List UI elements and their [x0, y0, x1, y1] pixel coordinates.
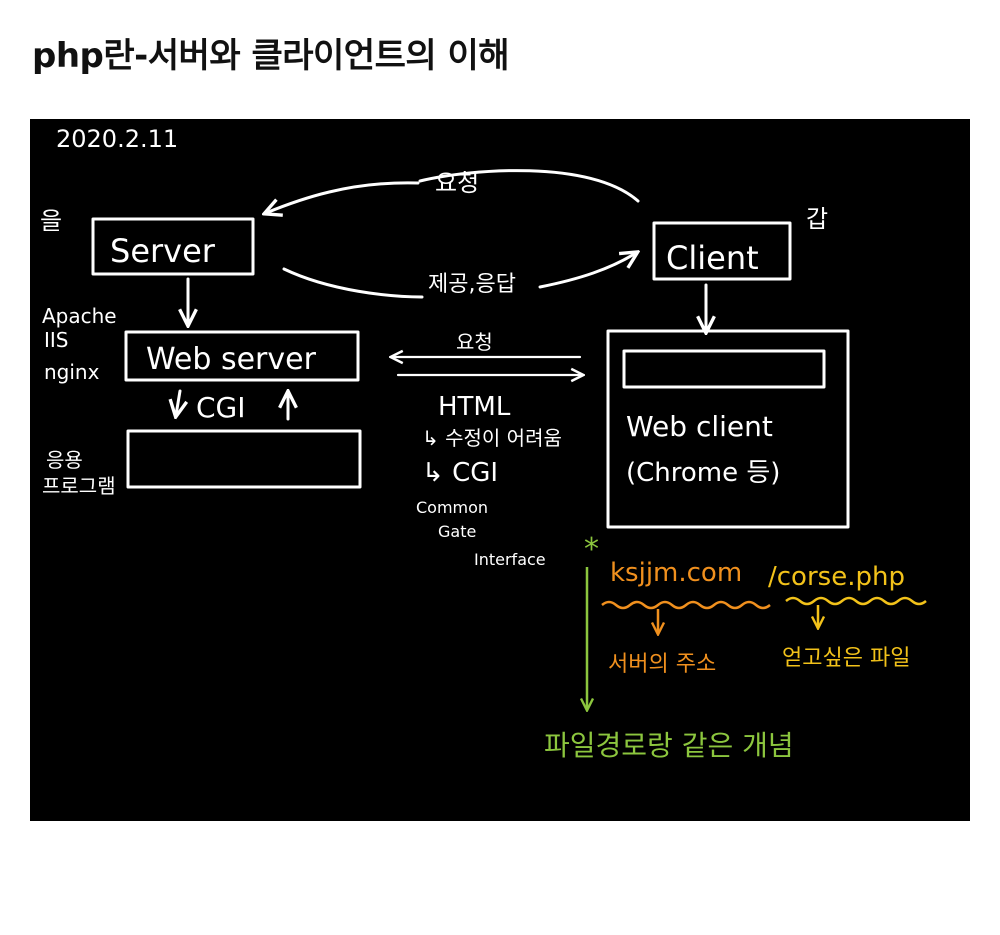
software-apache: Apache: [42, 304, 117, 328]
top-response-arrow: [538, 253, 636, 289]
concept-note: 파일경로랑 같은 개념: [544, 729, 794, 762]
software-iis: IIS: [44, 328, 69, 352]
cgi-expansion-gate: Gate: [438, 522, 476, 541]
domain-note: 서버의 주소: [608, 652, 716, 677]
server-side-note: 을: [40, 207, 62, 235]
path-note: 얻고싶은 파일: [782, 646, 910, 671]
top-response-arc-left: [282, 267, 424, 299]
whiteboard-diagram: 2020.2.11 을 Server Client 갑 요청 제공,응답 Apa…: [30, 119, 970, 821]
page-title: php란-서버와 클라이언트의 이해: [32, 36, 510, 76]
cgi-down-arrow: [176, 389, 180, 415]
top-request-label: 요청: [435, 169, 479, 197]
response-html-label: HTML: [438, 392, 511, 422]
server-box: [91, 217, 255, 276]
app-program-box: [126, 429, 362, 489]
domain-underline: [601, 600, 771, 610]
cgi-expansion-interface: Interface: [474, 550, 546, 569]
mid-request-label: 요청: [456, 330, 493, 354]
webclient-label: Web client: [626, 410, 773, 443]
top-request-arc-right: [418, 169, 640, 203]
client-side-note: 갑: [806, 205, 828, 233]
app-program-label-line2: 프로그램: [42, 474, 116, 498]
app-program-label-line1: 응용: [46, 448, 83, 472]
webclient-address-bar: [622, 349, 826, 389]
date-label: 2020.2.11: [56, 125, 178, 153]
webclient-box: [606, 329, 850, 529]
cgi-expansion-common: Common: [416, 498, 488, 517]
webclient-example: (Chrome 등): [626, 458, 780, 488]
green-star-icon: *: [584, 532, 599, 567]
webserver-label: Web server: [146, 342, 317, 377]
url-domain: ksjjm.com: [610, 558, 742, 588]
path-underline: [785, 596, 927, 606]
url-path: /corse.php: [768, 562, 905, 592]
client-label: Client: [666, 239, 759, 277]
response-note-1: ↳ 수정이 어려움: [422, 426, 562, 450]
software-nginx: nginx: [44, 360, 100, 384]
diagram-canvas: 2020.2.11 을 Server Client 갑 요청 제공,응답 Apa…: [40, 125, 927, 762]
top-response-label: 제공,응답: [428, 272, 516, 297]
webserver-box: [124, 330, 360, 382]
response-note-2: ↳ CGI: [422, 458, 498, 488]
client-box: [652, 221, 792, 281]
cgi-label: CGI: [196, 391, 246, 424]
server-label: Server: [110, 232, 216, 270]
top-request-arrow: [266, 181, 420, 213]
